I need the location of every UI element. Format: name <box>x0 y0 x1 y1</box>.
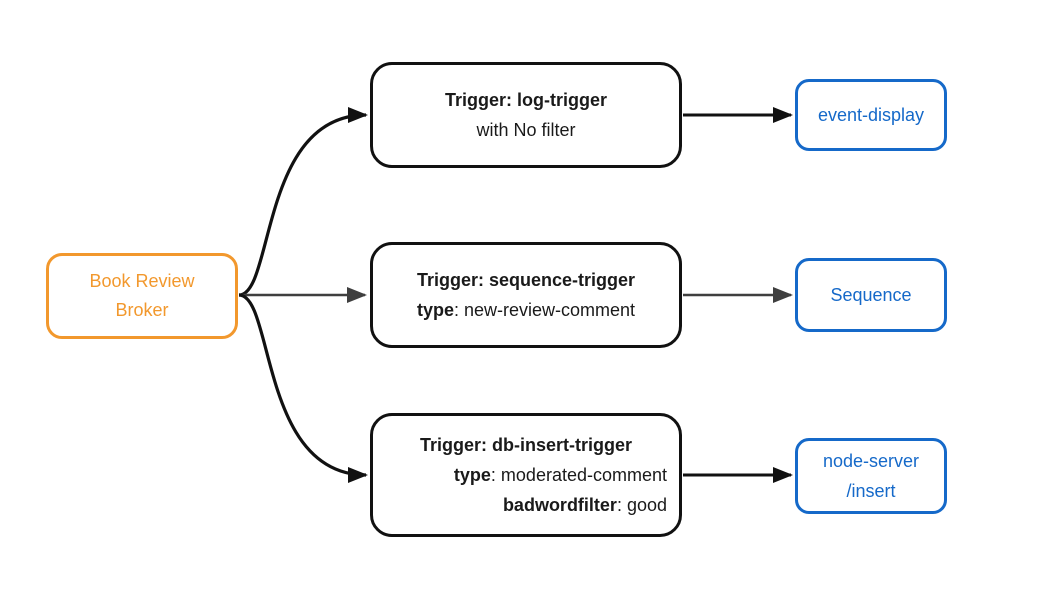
node-broker: Book Review Broker <box>46 253 238 339</box>
trigger-db-type-key: type <box>453 465 491 485</box>
node-sequence: Sequence <box>795 258 947 332</box>
trigger-db-title-text: Trigger: db-insert-trigger <box>419 435 632 455</box>
trigger-db-title: Trigger: db-insert-trigger <box>373 430 679 460</box>
node-server-label-line1: node-server <box>822 451 920 471</box>
trigger-sequence-type-value: : new-review-comment <box>453 300 636 320</box>
node-trigger-sequence: Trigger: sequence-trigger type: new-revi… <box>370 242 682 348</box>
sequence-label: Sequence <box>830 285 912 305</box>
trigger-sequence-title-text: Trigger: sequence-trigger <box>416 270 636 290</box>
edge-broker-to-db-insert-trigger <box>238 293 368 483</box>
trigger-sequence-title: Trigger: sequence-trigger <box>373 265 679 295</box>
node-trigger-log: Trigger: log-trigger with No filter <box>370 62 682 168</box>
event-display-label: event-display <box>817 105 925 125</box>
broker-label-line2: Broker <box>115 300 169 320</box>
trigger-sequence-type-key: type <box>416 300 454 320</box>
node-server-label-line2: /insert <box>846 481 896 501</box>
edge-broker-to-log-trigger <box>238 107 368 297</box>
trigger-db-type-value: : moderated-comment <box>490 465 667 485</box>
node-node-server-insert: node-server /insert <box>795 438 947 514</box>
node-event-display: event-display <box>795 79 947 151</box>
trigger-log-title: Trigger: log-trigger <box>373 85 679 115</box>
trigger-sequence-type: type: new-review-comment <box>373 295 679 325</box>
trigger-log-title-text: Trigger: log-trigger <box>445 90 607 110</box>
trigger-db-badwordfilter-value: : good <box>616 495 667 515</box>
trigger-db-type: type: moderated-comment <box>373 460 679 490</box>
trigger-log-filter: with No filter <box>476 120 576 140</box>
broker-label-line1: Book Review <box>89 271 195 291</box>
trigger-db-badwordfilter: badwordfilter: good <box>373 490 679 520</box>
node-trigger-db-insert: Trigger: db-insert-trigger type: moderat… <box>370 413 682 537</box>
trigger-db-badwordfilter-key: badwordfilter <box>502 495 617 515</box>
